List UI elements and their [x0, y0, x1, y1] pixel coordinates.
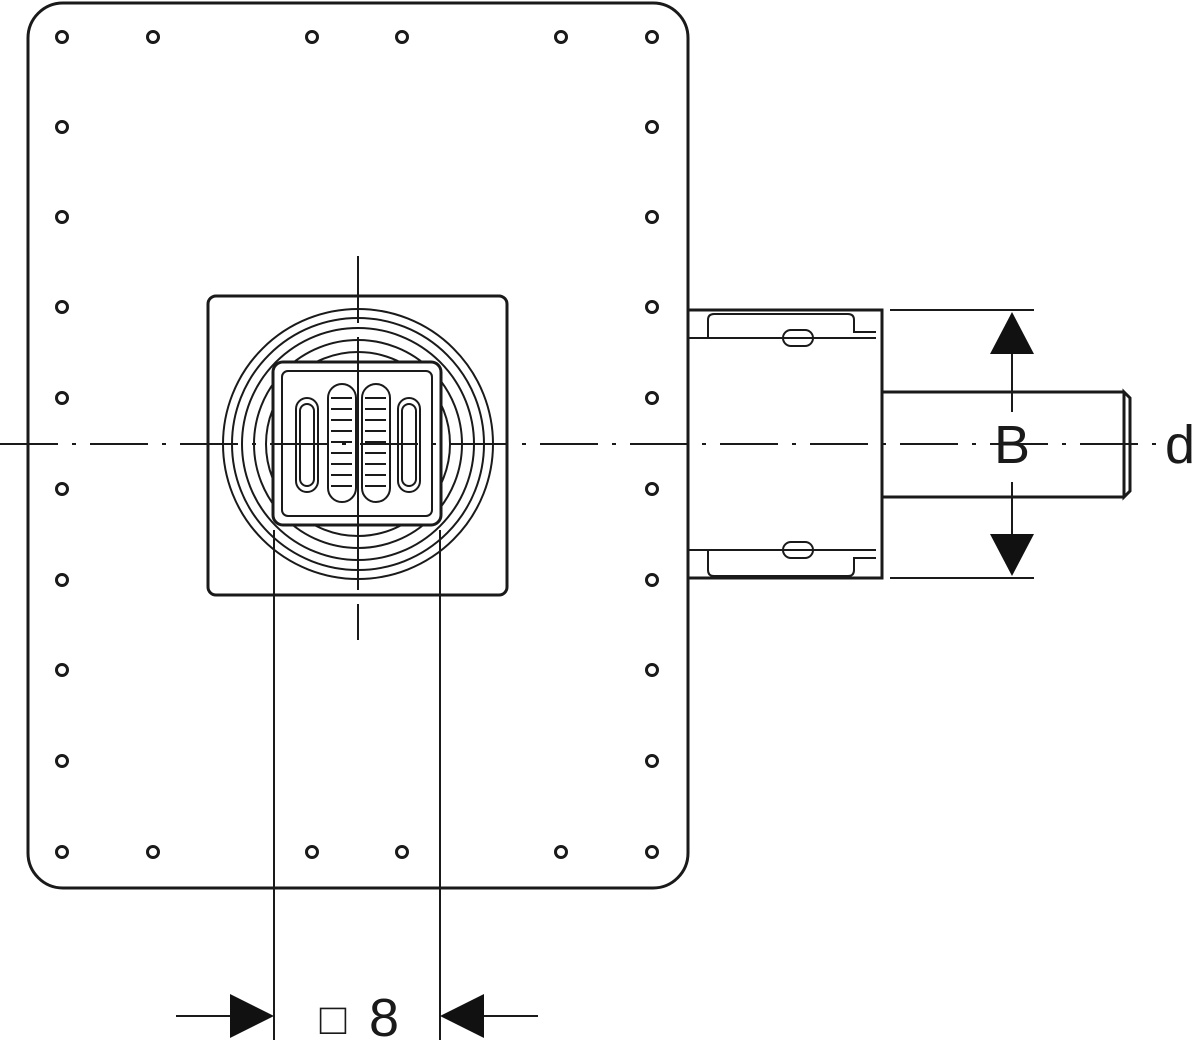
- mounting-hole: [554, 845, 568, 859]
- mounting-hole: [645, 210, 659, 224]
- mounting-hole: [645, 754, 659, 768]
- mounting-hole: [55, 300, 69, 314]
- width-label: 8: [369, 988, 399, 1040]
- mounting-hole: [395, 30, 409, 44]
- height-label: B: [994, 415, 1030, 475]
- mounting-hole: [645, 845, 659, 859]
- arrow-right-icon: [230, 994, 274, 1038]
- mounting-hole: [55, 482, 69, 496]
- mounting-hole: [55, 573, 69, 587]
- mounting-hole: [305, 30, 319, 44]
- arrow-down-icon: [990, 534, 1034, 576]
- mounting-holes: [55, 30, 659, 859]
- mounting-hole: [645, 573, 659, 587]
- width-dimension: [176, 530, 538, 1040]
- mounting-hole: [395, 845, 409, 859]
- mounting-hole: [55, 120, 69, 134]
- mounting-hole: [55, 754, 69, 768]
- mounting-hole: [645, 391, 659, 405]
- mounting-hole: [55, 845, 69, 859]
- mounting-hole: [645, 300, 659, 314]
- mounting-hole: [554, 30, 568, 44]
- width-symbol: □: [320, 995, 347, 1040]
- height-dimension: [890, 309, 1034, 579]
- mounting-hole: [55, 663, 69, 677]
- outlet-housing: [686, 308, 884, 580]
- mounting-hole: [146, 845, 160, 859]
- mounting-hole: [645, 30, 659, 44]
- arrow-up-icon: [990, 312, 1034, 354]
- mounting-hole: [146, 30, 160, 44]
- pipe-diameter-label: d: [1165, 415, 1195, 475]
- mounting-hole: [55, 30, 69, 44]
- mounting-hole: [645, 663, 659, 677]
- mounting-hole: [55, 210, 69, 224]
- mounting-hole: [305, 845, 319, 859]
- arrow-left-icon: [440, 994, 484, 1038]
- outlet-pipe: [882, 388, 1132, 501]
- mounting-hole: [645, 120, 659, 134]
- mounting-hole: [55, 391, 69, 405]
- mounting-hole: [645, 482, 659, 496]
